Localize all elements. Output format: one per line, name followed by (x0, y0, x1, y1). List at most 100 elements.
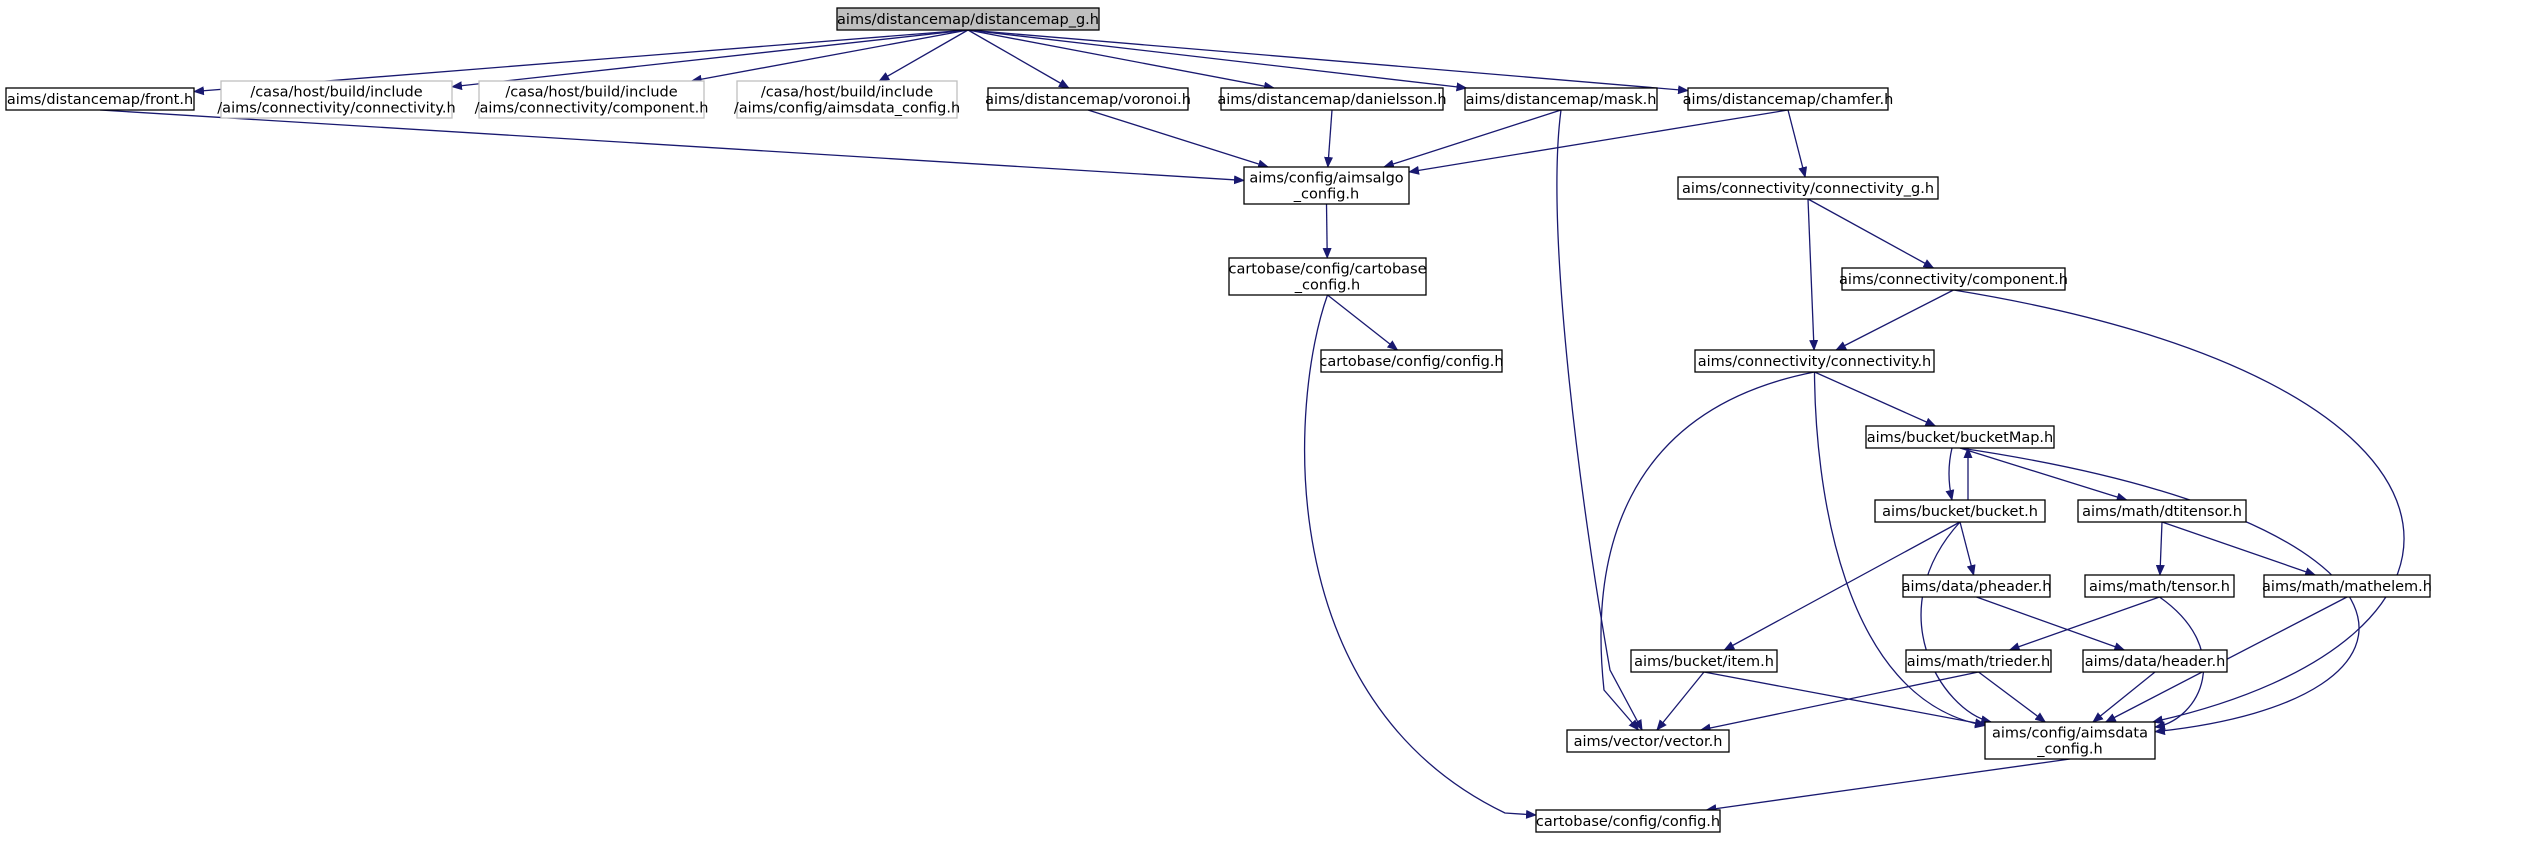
node-item[interactable]: aims/bucket/item.h (1630, 649, 1778, 673)
node-label: cartobase/config/config.h (1536, 814, 1720, 830)
node-voronoi[interactable]: aims/distancemap/voronoi.h (985, 87, 1191, 111)
edge-aimsalgo_config-to-cartobase_config (1322, 203, 1332, 259)
edge-bucketMap-to-dtitensor (1959, 447, 2128, 502)
edge-component-to-aimsdata_config (1953, 289, 2405, 725)
edge-item-to-aimsdata_config (1703, 671, 1986, 728)
node-box (1874, 499, 2046, 523)
node-tensor[interactable]: aims/math/tensor.h (2084, 574, 2235, 598)
node-label: /aims/config/aimsdata_config.h (734, 101, 960, 117)
edge-connectivity-to-bucketMap (1814, 371, 1937, 427)
edge-root-to-ext_connectivity (451, 29, 969, 91)
node-box (2082, 649, 2228, 673)
edge-cartobase_config-to-cartobase_config_h_mid (1327, 294, 1399, 351)
edge-header-to-aimsdata_config (2092, 671, 2156, 723)
node-layer: aims/distancemap/distancemap_g.h aims/dis… (5, 7, 2432, 833)
node-label: aims/distancemap/chamfer.h (1683, 92, 1894, 108)
edge-trieder-to-vector (1699, 671, 1979, 733)
node-label: cartobase/config/cartobase (1228, 262, 1426, 278)
node-label: aims/math/dtitensor.h (2082, 504, 2242, 520)
node-label: /casa/host/build/include (250, 85, 422, 101)
node-box (1464, 87, 1658, 111)
edge-trieder-to-aimsdata_config (1978, 671, 2047, 723)
node-label: /casa/host/build/include (505, 85, 677, 101)
edge-tensor-to-aimsdata_config (2154, 596, 2205, 730)
node-bucketMap[interactable]: aims/bucket/bucketMap.h (1865, 425, 2055, 449)
node-box (1902, 574, 2051, 598)
node-box (478, 80, 705, 119)
node-box (1694, 349, 1935, 373)
edge-bucketMap-to-aimsdata_config (1959, 447, 2360, 736)
node-box (1243, 166, 1410, 205)
node-cartobase_config_h_mid[interactable]: cartobase/config/config.h (1319, 349, 1504, 373)
node-aimsalgo_config[interactable]: aims/config/aimsalgo_config.h (1243, 166, 1410, 205)
node-box (1220, 87, 1444, 111)
edge-dtitensor-to-tensor (2155, 521, 2165, 576)
edge-pheader-to-header (1976, 596, 2126, 651)
node-chamfer[interactable]: aims/distancemap/chamfer.h (1683, 87, 1894, 111)
edge-connectivity_g-to-component (1807, 198, 1935, 269)
node-aimsdata_config[interactable]: aims/config/aimsdata_config.h (1984, 721, 2156, 760)
node-connectivity_g[interactable]: aims/connectivity/connectivity_g.h (1677, 176, 1939, 200)
node-label: _config.h (2036, 742, 2102, 758)
node-box (1320, 349, 1503, 373)
node-ext_component[interactable]: /casa/host/build/include/aims/connectivi… (475, 80, 709, 119)
node-mask[interactable]: aims/distancemap/mask.h (1464, 87, 1658, 111)
node-ext_connectivity[interactable]: /casa/host/build/include/aims/connectivi… (217, 80, 456, 119)
node-box (836, 7, 1100, 31)
node-label: aims/connectivity/component.h (1839, 272, 2068, 288)
node-box (1228, 257, 1427, 296)
edge-tensor-to-trieder (2008, 596, 2160, 651)
node-bucket[interactable]: aims/bucket/bucket.h (1874, 499, 2046, 523)
edge-component-to-connectivity (1835, 289, 1954, 351)
edge-connectivity-to-aimsdata_config (1813, 371, 1986, 729)
node-box (1677, 176, 1939, 200)
node-dtitensor[interactable]: aims/math/dtitensor.h (2077, 499, 2247, 523)
node-box (220, 80, 453, 119)
node-label: _config.h (1293, 187, 1359, 203)
node-cartobase_config[interactable]: cartobase/config/cartobase_config.h (1228, 257, 1427, 296)
edge-chamfer-to-aimsalgo_config (1408, 109, 1789, 175)
node-label: aims/data/header.h (2085, 654, 2226, 670)
node-mathelem[interactable]: aims/math/mathelem.h (2262, 574, 2432, 598)
node-label: aims/distancemap/voronoi.h (985, 92, 1191, 108)
node-ext_aimsdata[interactable]: /casa/host/build/include/aims/config/aim… (734, 80, 960, 119)
edge-item-to-vector (1656, 671, 1705, 731)
node-front[interactable]: aims/distancemap/front.h (5, 87, 195, 111)
node-box (1687, 87, 1889, 111)
node-label: aims/bucket/item.h (1634, 654, 1774, 670)
node-box (1630, 649, 1778, 673)
edge-mask-to-aimsalgo_config (1383, 109, 1562, 169)
node-box (1535, 809, 1721, 833)
node-box (2263, 574, 2431, 598)
edge-cartobase_config-to-cartobase_config_h_bottom (1304, 294, 1537, 819)
node-vector[interactable]: aims/vector/vector.h (1566, 729, 1730, 753)
node-label: /casa/host/build/include (761, 85, 933, 101)
edge-connectivity-to-vector (1600, 371, 1815, 731)
node-box (1566, 729, 1730, 753)
edge-layer (99, 29, 2405, 819)
edge-root-to-voronoi (967, 29, 1070, 89)
node-label: aims/math/mathelem.h (2262, 579, 2432, 595)
node-root: aims/distancemap/distancemap_g.h (836, 7, 1100, 31)
node-label: aims/distancemap/danielsson.h (1217, 92, 1446, 108)
node-cartobase_config_h_bottom[interactable]: cartobase/config/config.h (1535, 809, 1721, 833)
node-connectivity[interactable]: aims/connectivity/connectivity.h (1694, 349, 1935, 373)
edge-danielsson-to-aimsalgo_config (1324, 109, 1334, 168)
node-label: aims/bucket/bucketMap.h (1867, 430, 2053, 446)
node-trieder[interactable]: aims/math/trieder.h (1905, 649, 2052, 673)
node-header[interactable]: aims/data/header.h (2082, 649, 2228, 673)
edge-bucket-to-aimsdata_config (1920, 521, 1993, 725)
node-pheader[interactable]: aims/data/pheader.h (1902, 574, 2052, 598)
node-label: aims/data/pheader.h (1902, 579, 2052, 595)
node-label: aims/connectivity/connectivity_g.h (1682, 181, 1934, 197)
node-box (736, 80, 958, 119)
edge-bucketMap-to-bucket (1945, 447, 1955, 501)
node-label: cartobase/config/config.h (1319, 354, 1503, 370)
edge-root-to-ext_component (690, 29, 969, 84)
node-label: aims/bucket/bucket.h (1882, 504, 2038, 520)
node-label: aims/math/trieder.h (1907, 654, 2050, 670)
edge-root-to-danielsson (967, 29, 1275, 91)
edge-root-to-chamfer (967, 29, 1689, 95)
node-component[interactable]: aims/connectivity/component.h (1839, 267, 2068, 291)
node-danielsson[interactable]: aims/distancemap/danielsson.h (1217, 87, 1447, 111)
